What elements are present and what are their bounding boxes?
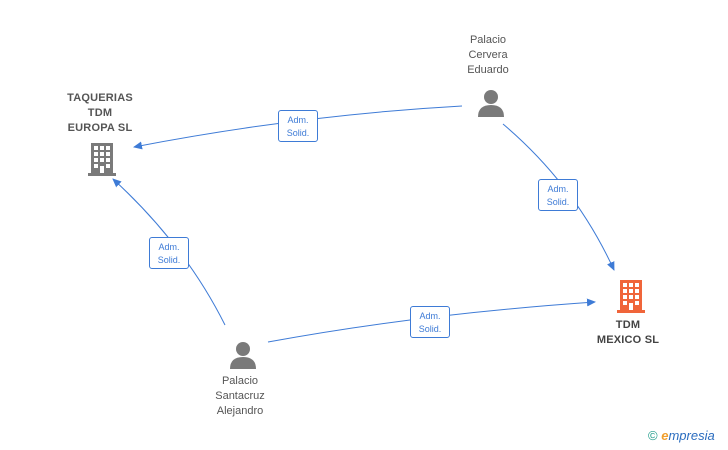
node-label-palacio-santacruz[interactable]: Palacio Santacruz Alejandro	[215, 375, 265, 417]
person-icon	[478, 90, 504, 117]
edge-label-line2: Solid.	[418, 324, 442, 334]
copyright-symbol: ©	[648, 428, 658, 443]
building-icon	[88, 143, 116, 176]
edge-label-line2: Solid.	[286, 128, 310, 138]
edge-label-line2: Solid.	[546, 197, 570, 207]
building-icon	[617, 280, 645, 313]
node-label-palacio-cervera[interactable]: Palacio Cervera Eduardo	[467, 34, 509, 76]
edge-label-santacruz-taquerias: Adm. Solid.	[149, 237, 189, 269]
brand-initial: e	[661, 428, 669, 443]
edge-label-line1: Adm.	[287, 115, 309, 125]
edge-label-line1: Adm.	[547, 184, 569, 194]
brand-logo: © empresia	[648, 428, 715, 443]
edge-label-line2: Solid.	[157, 255, 181, 265]
edge-label-santacruz-tdm-mexico: Adm. Solid.	[410, 306, 450, 338]
node-label-taquerias[interactable]: TAQUERIAS TDM EUROPA SL	[67, 92, 133, 134]
edge-label-cervera-tdm-mexico: Adm. Solid.	[538, 179, 578, 211]
person-icon	[230, 342, 256, 369]
edge-label-cervera-taquerias: Adm. Solid.	[278, 110, 318, 142]
edge-label-line1: Adm.	[158, 242, 180, 252]
brand-name: mpresia	[668, 428, 715, 443]
node-label-tdm-mexico[interactable]: TDM MEXICO SL	[596, 319, 660, 346]
edge-label-line1: Adm.	[419, 311, 441, 321]
